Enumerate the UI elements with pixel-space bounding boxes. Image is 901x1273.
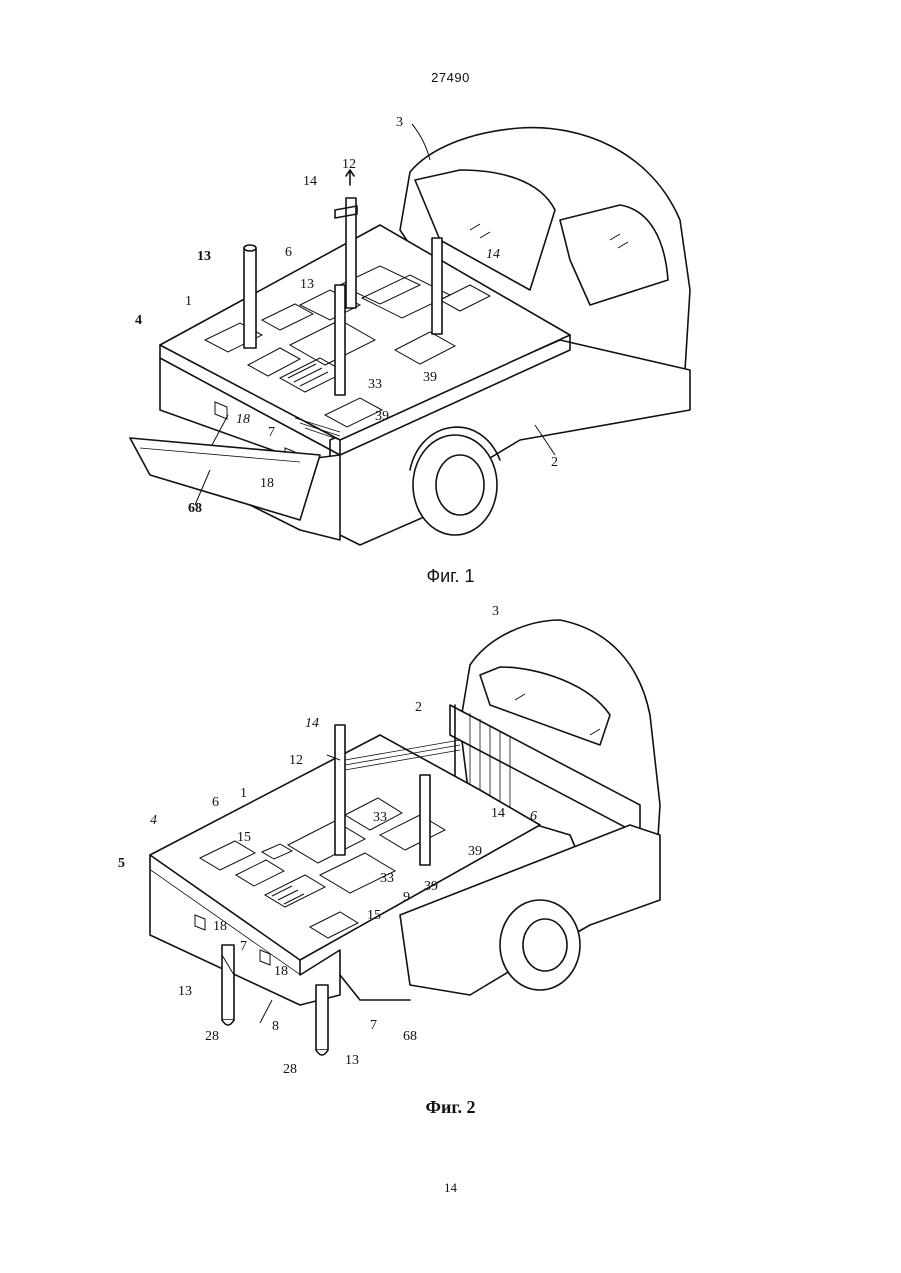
page-number: 14 (0, 1180, 901, 1196)
figure-2-caption: Фиг. 2 (0, 1097, 901, 1118)
figure-1-drawing: 3 12 14 14 13 6 13 1 4 33 39 39 18 7 18 … (0, 110, 901, 560)
figure-1-svg (0, 110, 901, 560)
figure-2-drawing: 3 14 2 12 6 1 33 14 6 4 15 39 5 33 39 15… (0, 605, 901, 1080)
document-header-number: 27490 (0, 70, 901, 85)
figure-2-svg (0, 605, 901, 1080)
figure-1-caption: Фиг. 1 (0, 566, 901, 587)
